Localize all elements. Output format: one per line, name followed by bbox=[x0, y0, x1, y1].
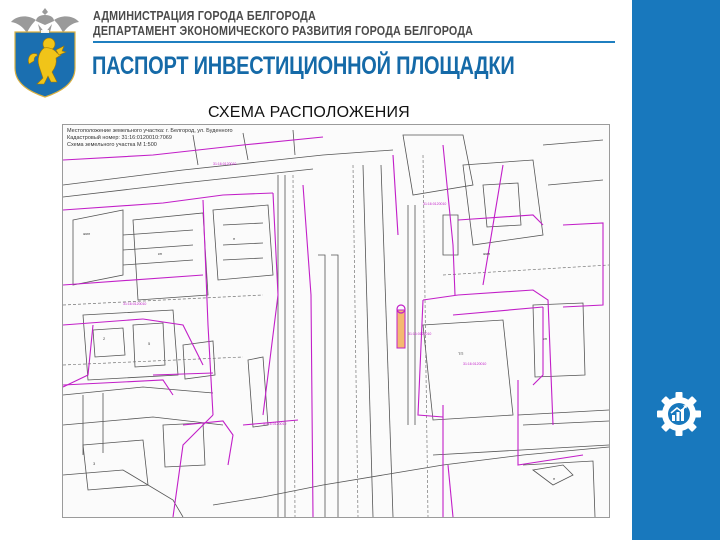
svg-text:н: н bbox=[233, 236, 235, 241]
right-sidebar bbox=[632, 0, 720, 540]
map-caption-line: Кадастровый номер: 31:16:0120010:7069 bbox=[67, 135, 172, 141]
svg-text:5: 5 bbox=[148, 341, 151, 346]
map-caption: Местоположение земельного участка: г. Бе… bbox=[67, 128, 233, 149]
gear-chart-icon bbox=[657, 392, 701, 436]
svg-text:31:16:0120010: 31:16:0120010 bbox=[423, 202, 446, 206]
department-name: ДЕПАРТАМЕНТ ЭКОНОМИЧЕСКОГО РАЗВИТИЯ ГОРО… bbox=[93, 24, 474, 38]
svg-text:н: н bbox=[553, 476, 555, 481]
svg-text:жил: жил bbox=[483, 251, 491, 256]
svg-text:кн: кн bbox=[543, 336, 547, 341]
header-divider bbox=[93, 41, 615, 43]
svg-text:31:16:0120010: 31:16:0120010 bbox=[463, 362, 486, 366]
svg-text:2: 2 bbox=[103, 336, 106, 341]
coat-of-arms-icon bbox=[11, 8, 79, 98]
document-title: ПАСПОРТ ИНВЕСТИЦИОННОЙ ПЛОЩАДКИ bbox=[92, 52, 515, 80]
svg-text:ТП: ТП bbox=[458, 351, 463, 356]
section-title: СХЕМА РАСПОЛОЖЕНИЯ bbox=[208, 104, 410, 121]
location-map: жил кн н 2 5 жил ТП кн 3 н 31:16:0120010… bbox=[62, 124, 610, 518]
svg-text:кн: кн bbox=[158, 251, 162, 256]
organization-name: АДМИНИСТРАЦИЯ ГОРОДА БЕЛГОРОДА bbox=[93, 9, 316, 23]
cadastral-map-drawing: жил кн н 2 5 жил ТП кн 3 н 31:16:0120010… bbox=[63, 125, 609, 517]
svg-text:31:16:0120010: 31:16:0120010 bbox=[263, 422, 286, 426]
svg-text:31:16:0120010: 31:16:0120010 bbox=[213, 162, 236, 166]
svg-text:жил: жил bbox=[83, 231, 91, 236]
svg-text:31:16:0120010: 31:16:0120010 bbox=[123, 302, 146, 306]
map-caption-line: Схема земельного участка М 1:500 bbox=[67, 142, 157, 148]
map-caption-line: Местоположение земельного участка: г. Бе… bbox=[67, 128, 233, 134]
svg-text:31:16:0120010: 31:16:0120010 bbox=[408, 332, 431, 336]
svg-text:3: 3 bbox=[93, 461, 96, 466]
